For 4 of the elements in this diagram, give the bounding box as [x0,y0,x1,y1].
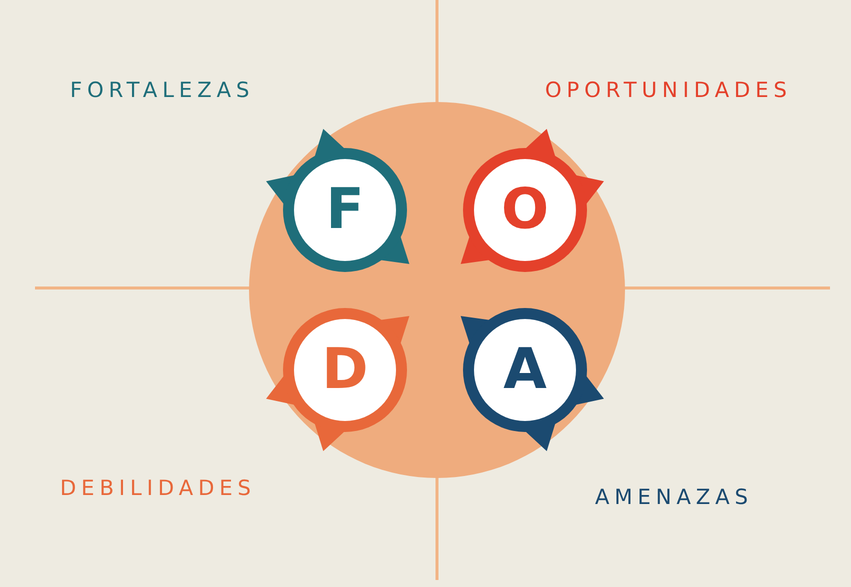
quadrant-label: FORTALEZAS [70,80,254,101]
quadrant-label: DEBILIDADES [60,478,256,499]
quadrant-label: OPORTUNIDADES [545,80,792,101]
quadrant-label: AMENAZAS [595,487,753,508]
